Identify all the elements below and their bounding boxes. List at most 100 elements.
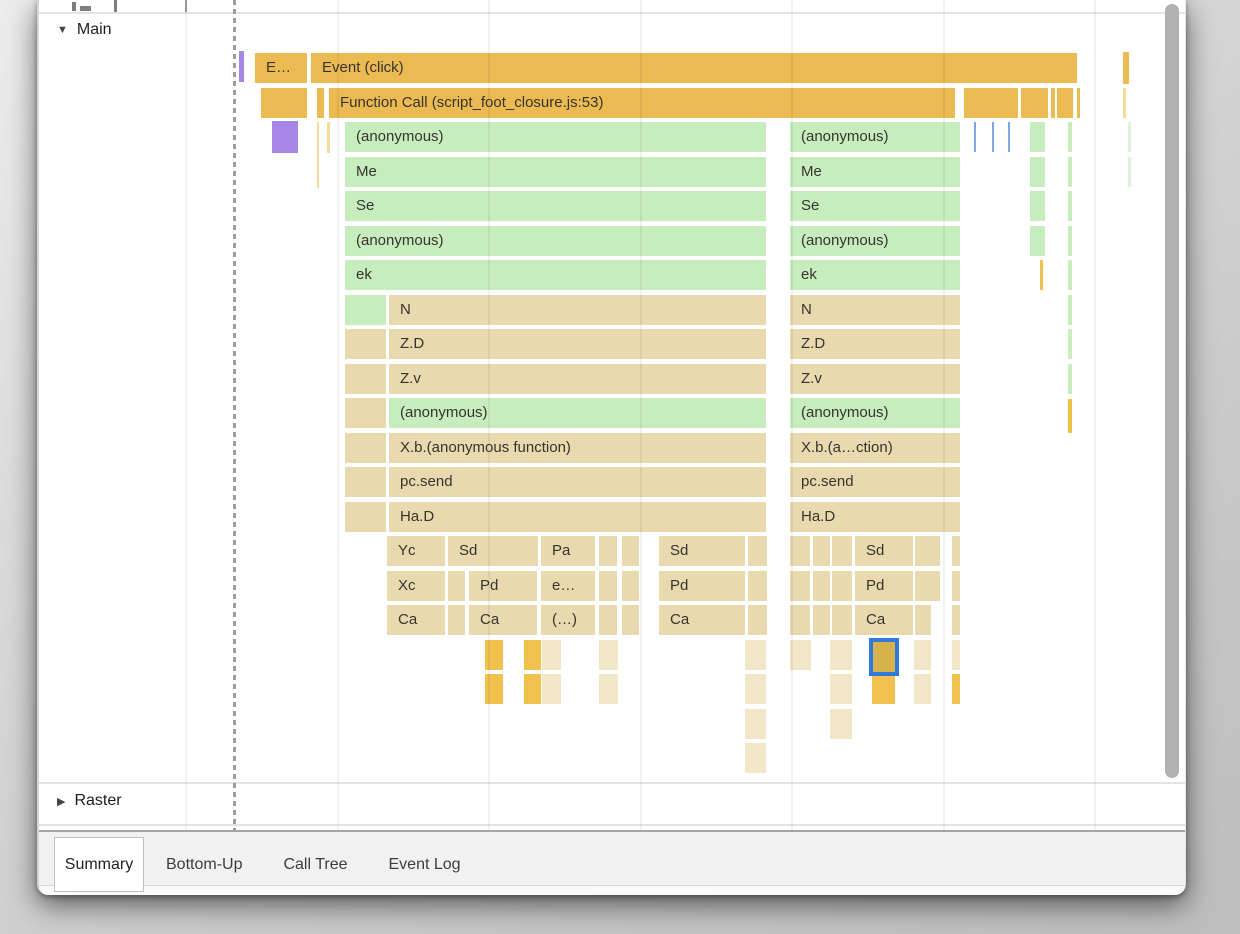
flame-bar[interactable] (448, 570, 465, 601)
flame-bar[interactable] (1077, 87, 1080, 118)
flame-bar[interactable] (599, 674, 618, 704)
flame-bar[interactable] (345, 398, 386, 428)
flame-bar[interactable] (1030, 191, 1045, 221)
flame-bar[interactable]: (…) (541, 605, 595, 635)
flame-bar[interactable] (813, 605, 830, 635)
flame-bar[interactable] (327, 122, 330, 153)
flame-bar[interactable] (952, 674, 960, 704)
flame-bar[interactable] (830, 639, 852, 670)
flame-bar[interactable] (448, 605, 465, 635)
flame-bar[interactable] (952, 570, 960, 601)
flame-bar[interactable] (345, 329, 386, 359)
flame-bar[interactable] (813, 536, 830, 566)
flame-bar[interactable] (872, 674, 895, 704)
flame-bar[interactable]: Pa (541, 536, 595, 566)
flame-bar[interactable]: Event (click) (311, 53, 1077, 83)
flame-bar[interactable] (1068, 399, 1072, 433)
flame-bar[interactable] (1068, 329, 1072, 359)
vertical-scrollbar[interactable] (1165, 4, 1179, 778)
flame-bar[interactable] (974, 122, 976, 152)
flame-bar[interactable]: N (790, 294, 960, 325)
flame-bar[interactable] (261, 87, 307, 118)
flame-bar[interactable] (599, 570, 617, 601)
flame-bar[interactable]: Se (345, 191, 766, 221)
flame-bar[interactable] (1051, 87, 1055, 118)
tab-event-log[interactable]: Event Log (388, 855, 461, 873)
flame-bar[interactable]: (anonymous) (345, 122, 766, 152)
flame-bar[interactable]: Ca (387, 605, 445, 635)
flame-bar[interactable] (830, 674, 852, 704)
flame-bar[interactable] (915, 536, 940, 566)
flame-bar[interactable] (345, 432, 386, 463)
flame-bar[interactable] (485, 639, 503, 670)
flame-bar[interactable]: Sd (448, 536, 538, 566)
flame-bar[interactable] (1123, 52, 1129, 84)
flame-bar[interactable] (622, 536, 639, 566)
flame-bar[interactable] (1008, 122, 1010, 152)
flame-bar[interactable]: ek (345, 260, 766, 290)
flame-bar[interactable]: Xc (387, 570, 445, 601)
flame-bar[interactable]: Z.v (790, 363, 960, 394)
flame-bar[interactable] (790, 639, 811, 670)
flame-bar[interactable] (524, 674, 541, 704)
flame-bar[interactable] (1068, 363, 1072, 394)
flame-bar[interactable] (622, 570, 639, 601)
flame-bar[interactable]: X.b.(a…ction) (790, 432, 960, 463)
flame-bar[interactable] (622, 605, 639, 635)
flame-bar[interactable] (1040, 260, 1043, 290)
flame-bar[interactable] (745, 639, 766, 670)
flame-bar[interactable] (317, 122, 319, 188)
flame-bar[interactable] (1068, 191, 1072, 221)
flame-bar[interactable] (748, 605, 767, 635)
flame-bar[interactable] (914, 639, 931, 670)
flame-bar[interactable] (1068, 156, 1072, 187)
flame-bar[interactable] (524, 639, 541, 670)
raster-track-toggle[interactable]: ▶ Raster (57, 792, 122, 810)
flame-bar[interactable]: Se (790, 191, 960, 221)
flame-bar[interactable] (915, 605, 931, 635)
flame-bar[interactable]: Ha.D (389, 501, 766, 532)
flame-bar[interactable] (915, 570, 940, 601)
flame-bar[interactable]: (anonymous) (790, 225, 960, 256)
flame-bar[interactable] (992, 122, 994, 152)
flame-bar[interactable] (1128, 122, 1131, 152)
flame-bar[interactable] (748, 570, 767, 601)
flame-bar[interactable]: Pd (469, 570, 537, 601)
flame-bar[interactable] (272, 121, 298, 153)
flame-bar[interactable]: (anonymous) (389, 398, 766, 428)
flame-bar[interactable]: Ca (659, 605, 745, 635)
flame-bar[interactable] (599, 536, 617, 566)
flame-bar[interactable] (745, 674, 766, 704)
selected-flame-bar[interactable] (869, 638, 899, 676)
flame-bar[interactable]: Sd (855, 536, 913, 566)
flame-bar[interactable] (1068, 225, 1072, 256)
flame-bar[interactable]: Me (345, 156, 766, 187)
flame-bar[interactable]: (anonymous) (345, 225, 766, 256)
flame-bar[interactable] (1030, 225, 1045, 256)
flame-bar[interactable] (1030, 122, 1045, 152)
flame-bar[interactable] (1068, 122, 1072, 152)
flame-bar[interactable] (748, 536, 767, 566)
flame-bar[interactable] (832, 536, 852, 566)
flame-bar[interactable]: Z.D (790, 329, 960, 359)
flame-bar[interactable]: e… (541, 570, 595, 601)
flame-bar[interactable] (790, 605, 810, 635)
flame-bar[interactable]: Pd (855, 570, 913, 601)
flame-bar[interactable] (813, 570, 830, 601)
flame-bar[interactable] (1068, 294, 1072, 325)
flame-bar[interactable]: (anonymous) (790, 122, 960, 152)
flame-bar[interactable]: Sd (659, 536, 745, 566)
flame-bar[interactable]: pc.send (389, 467, 766, 497)
flame-bar[interactable] (1123, 87, 1126, 118)
flame-bar[interactable] (1021, 87, 1048, 118)
flame-bar[interactable] (599, 605, 617, 635)
flame-bar[interactable] (914, 674, 931, 704)
flame-bar[interactable] (1057, 87, 1073, 118)
flame-bar[interactable] (1068, 260, 1072, 290)
flame-bar[interactable] (964, 87, 1018, 118)
flame-bar[interactable] (599, 639, 618, 670)
flame-bar[interactable] (1030, 156, 1045, 187)
flame-bar[interactable] (345, 363, 386, 394)
flame-bar[interactable] (832, 605, 852, 635)
flame-bar[interactable] (239, 51, 244, 82)
